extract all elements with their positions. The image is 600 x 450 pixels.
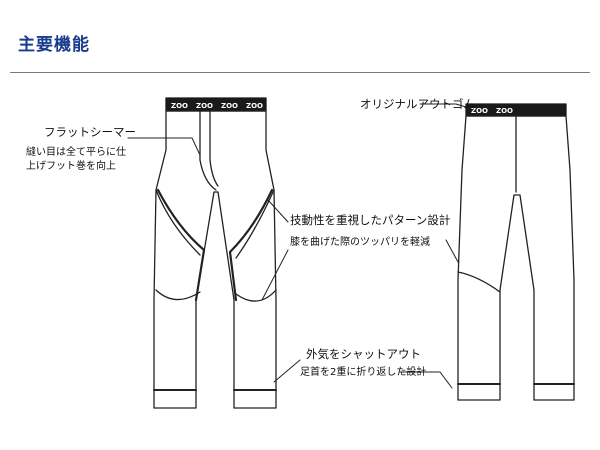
front-right-panel-seam — [228, 188, 274, 302]
front-waistband-logo-1: ZOO — [171, 102, 188, 110]
front-waistband-logo-3: ZOO — [221, 102, 238, 110]
front-outline — [153, 110, 277, 409]
front-waistband-logo-2: ZOO — [196, 102, 213, 110]
leader-lines — [127, 103, 477, 389]
callout-flat-seamer-title: フラットシーマー — [44, 125, 136, 139]
callout-original-waistband-title: オリジナルアウトゴム — [360, 97, 475, 111]
back-waistband-logo-1: ZOO — [471, 107, 488, 115]
callout-flat-seamer-desc-1: 縫い目は全て平らに仕 — [26, 147, 126, 158]
callout-shut-out-title: 外気をシャットアウト — [306, 347, 421, 361]
callout-flat-seamer-desc-2: 上げフット巻を向上 — [26, 161, 116, 172]
front-left-panel-seam — [156, 188, 206, 302]
leader-motion-pattern — [261, 199, 289, 301]
callout-shut-out-desc: 足首を2重に折り返した設計 — [300, 367, 427, 378]
leader-shut-out — [273, 359, 453, 389]
section-divider — [10, 72, 590, 73]
front-waistband-logo-4: ZOO — [246, 102, 263, 110]
callout-motion-pattern-title: 技動性を重視したパターン設計 — [290, 213, 451, 227]
front-fly-seam — [199, 110, 219, 191]
leader-flat-seamer — [127, 137, 201, 156]
section-title: 主要機能 — [18, 35, 90, 55]
back-knee-panel — [457, 271, 501, 293]
front-right-knee-panel — [235, 189, 277, 302]
leader-original-waistband — [419, 103, 477, 111]
back-tights-drawing — [457, 103, 575, 401]
callout-motion-pattern-desc: 膝を曲げた際のツッパリを軽減 — [290, 237, 430, 248]
back-outline — [457, 115, 575, 401]
front-tights-drawing — [153, 97, 277, 409]
front-left-knee-panel — [155, 189, 201, 301]
leader-knee — [445, 239, 459, 263]
back-waistband-logo-2: ZOO — [496, 107, 513, 115]
